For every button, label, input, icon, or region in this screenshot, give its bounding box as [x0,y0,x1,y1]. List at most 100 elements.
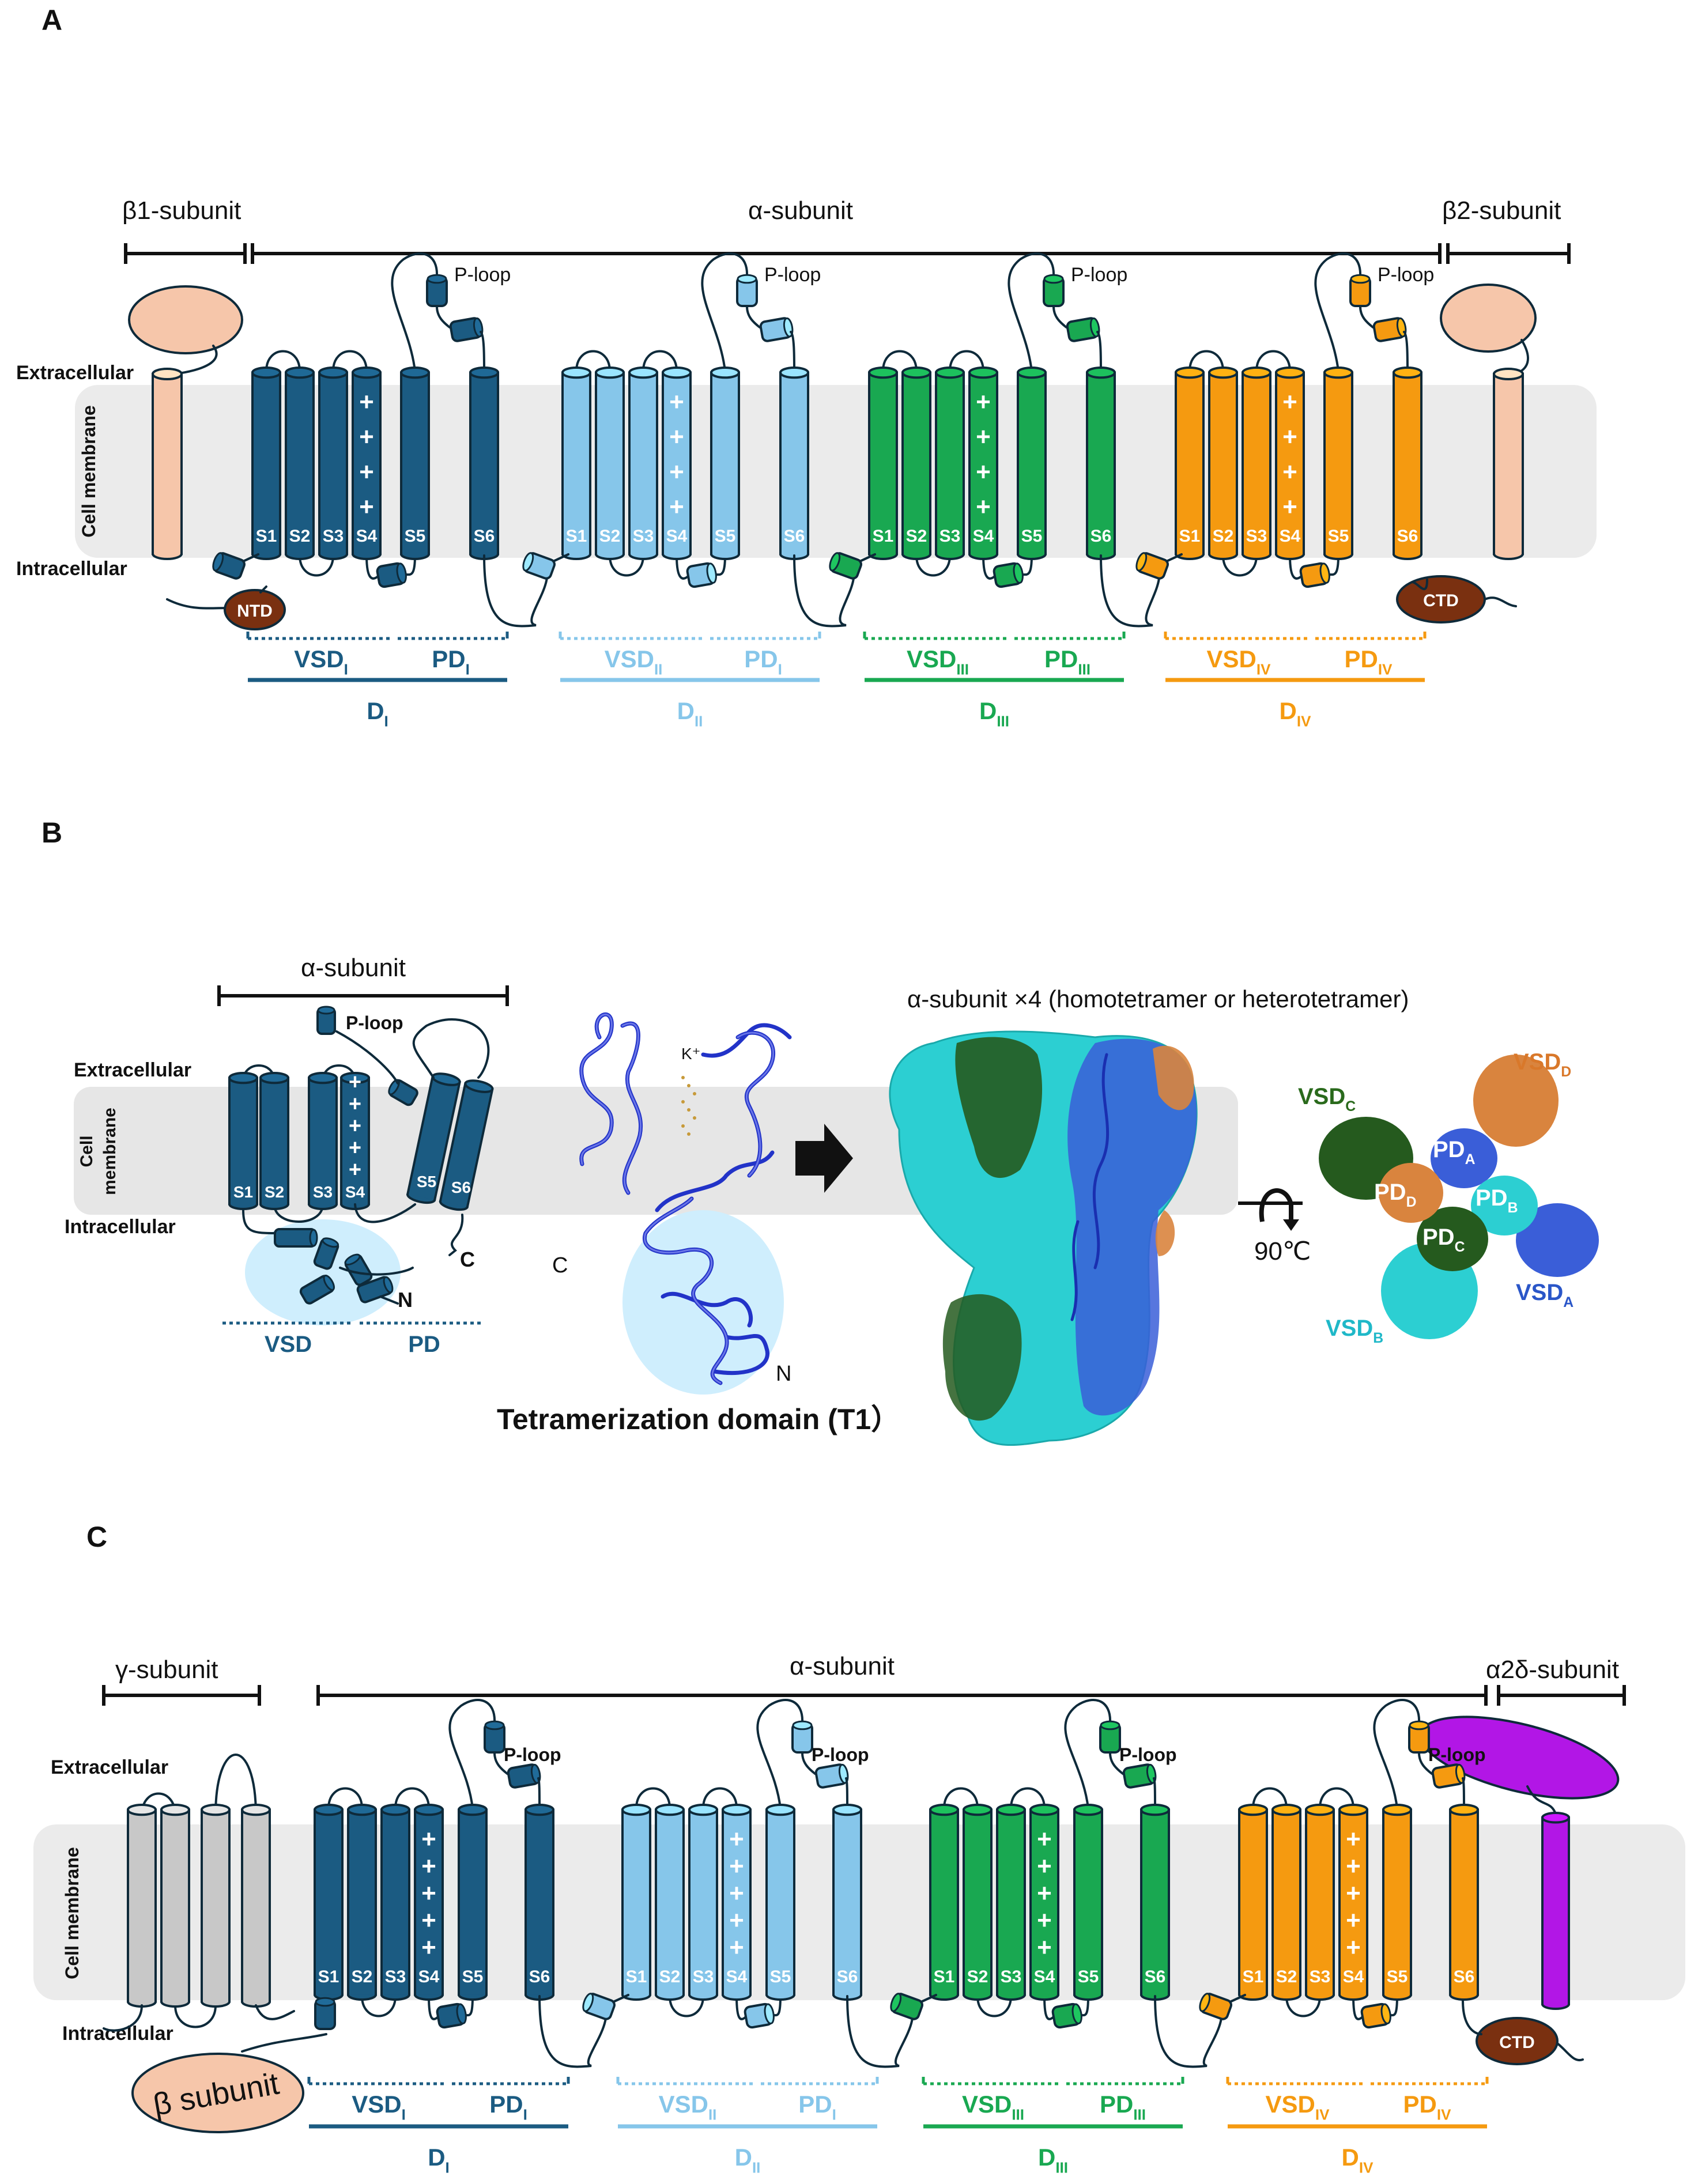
p-loop-helix [791,1720,813,1754]
ribbon-highlight [643,1197,728,1384]
p-loop-helix [316,1006,336,1035]
pd-label-main: PD [489,2091,523,2118]
extracellular-loop [635,1787,671,1809]
panel-letter-a: A [41,4,62,36]
extracellular-label: Extracellular [74,1059,191,1081]
p-loop-helix [814,1763,849,1789]
domain-label-main: D [367,697,384,724]
vsd-label: VSDI [352,2091,406,2123]
domain-label-subscript: II [752,2159,760,2177]
intracellular-loop [915,554,951,577]
helix-fill [998,1809,1024,1995]
helix-s6 [1140,1804,1170,2001]
helix-s5 [1382,1804,1412,2001]
helix-top [352,366,382,379]
n-terminal-connector [242,1209,278,1234]
ctd-tail [1484,596,1517,607]
helix-top [380,1804,410,1816]
helix-top [285,366,315,379]
segment-label-s2: S2 [1213,527,1234,546]
helix-top [152,368,183,380]
rotation-arc [1259,1188,1293,1222]
beta2-span-bar [1446,243,1571,264]
helix-s5 [765,1804,795,2001]
helix-fill [527,1809,552,1995]
extracellular-loop [214,1754,257,1816]
helix-top [160,1804,190,1816]
n-terminus-label: N [398,1288,413,1312]
ribbon-strand [661,1291,753,1328]
extracellular-loop [1188,350,1224,372]
p-loop-connector [1359,305,1374,328]
intracellular-loop [1222,554,1258,577]
vsd-a-label: VSDA [1516,1280,1574,1310]
mini-helix-cap [456,2003,467,2024]
pd-c-label: PDC [1422,1225,1465,1255]
p-loop-helix [507,1763,541,1789]
s4-positive-charge: + [1282,493,1297,521]
segment-label-s3: S3 [693,1967,714,1986]
p-loop-connector [1418,1752,1433,1775]
alpha-subunit-label: α-subunit [301,954,406,982]
pd-label: PD [408,1332,440,1357]
mini-helix-cap [323,1275,335,1291]
extracellular-loop [1319,1787,1354,1809]
vsd-c-label-main: VSD [1298,1084,1345,1109]
domain-label-main: D [979,697,997,724]
intracellular-loop [669,1995,704,2017]
helix-fill [937,372,963,554]
pd-label: PDIII [1100,2091,1146,2123]
helix-s2 [285,366,315,560]
p-loop-helix [759,317,794,342]
helix-fill [971,372,996,554]
p-loop-helix [736,274,758,307]
vsd-label-main: VSD [1207,645,1256,672]
p-loop-helix [1408,1720,1430,1754]
p-loop-connector [1314,252,1362,372]
k-ion-label: K⁺ [681,1045,700,1063]
helix-top [968,366,998,379]
helix-top [251,366,281,379]
extracellular-loop [949,350,984,372]
vsd-label-subscript: I [344,661,348,678]
helix-fill [349,1809,375,1995]
pd-label-subscript: IV [1437,2106,1451,2123]
tetramer-title: α-subunit ×4 (homotetramer or heterotetr… [907,985,1409,1012]
gamma-helix-1 [127,1804,157,2008]
s4-positive-charge: + [421,1825,436,1853]
p-loop-connector [1403,331,1409,372]
domain-label-main: D [1280,697,1297,724]
n-linker-connector [242,553,259,562]
helix-s3 [628,366,658,560]
domain-label-subscript: I [446,2159,450,2177]
segment-label-s5: S5 [1387,1967,1408,1986]
segment-label-s3: S3 [313,1183,333,1201]
helix-s6 [439,1079,494,1211]
extracellular-loop [1255,350,1291,372]
blue-subunit-surface [1067,1038,1197,1416]
p-loop-connector [790,331,795,372]
ion-dot [681,1124,685,1128]
segment-label-s4: S4 [1343,1967,1364,1986]
s4-positive-charge: + [1282,458,1297,486]
vsd-label: VSDII [605,645,663,678]
helix-top [458,1804,488,1816]
segment-label-s3: S3 [1310,1967,1331,1986]
gamma-helix-3 [201,1804,231,2008]
domain-label-subscript: IV [1297,713,1311,730]
helix-top [1275,366,1305,379]
interdomain-linker [483,554,549,628]
helix-s6 [1393,366,1422,560]
segment-label-s5: S5 [462,1967,484,1986]
t1-helix [313,1237,339,1270]
segment-label-s6: S6 [1091,527,1112,546]
s4-positive-charge: + [1282,388,1297,416]
s4-positive-charge: + [976,423,991,451]
surface-ribbon [1092,1053,1110,1269]
pd-label-subscript: IV [1378,661,1393,678]
pd-label-main: PD [1100,2091,1133,2118]
helix-fill [1076,1809,1101,1995]
pd-label: PDI [489,2091,527,2123]
helix-s1 [1238,1804,1268,2001]
